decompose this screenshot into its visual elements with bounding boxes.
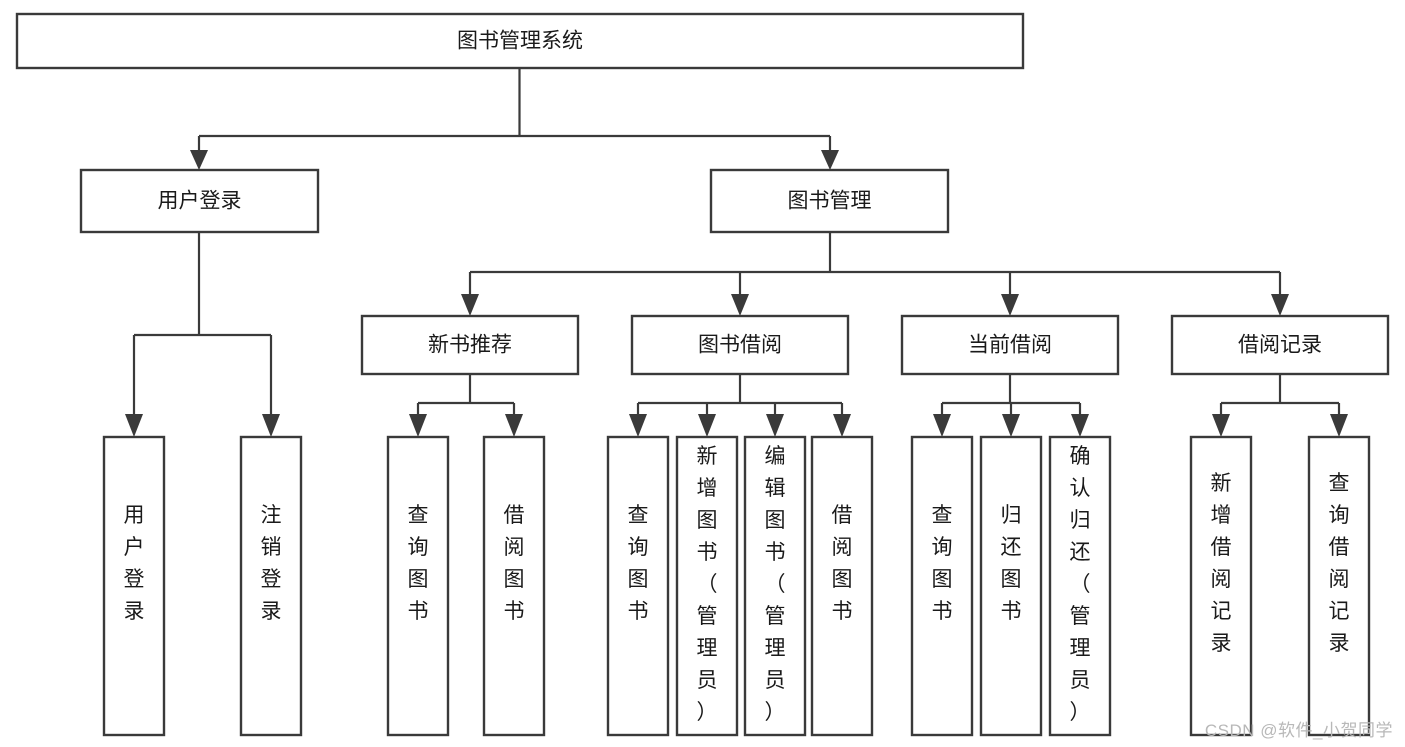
csdn-watermark: CSDN @软件_小贺同学 — [1204, 721, 1393, 740]
leaf-borrow-book-1-box[interactable] — [482, 435, 546, 737]
connector-layer — [125, 68, 1348, 437]
root-node[interactable]: 图书管理系统 — [15, 12, 1025, 70]
arrowhead-leaf-add-book-admin — [698, 414, 716, 437]
root-node-label: 图书管理系统 — [457, 30, 583, 53]
arrowhead-leaf-borrow-book-1 — [505, 414, 523, 437]
arrowhead-leaf-user-login — [125, 414, 143, 437]
node-book-management[interactable]: 图书管理 — [709, 168, 950, 234]
leaf-query-book-1-box[interactable] — [386, 435, 450, 737]
arrowhead-leaf-query-book-2 — [629, 414, 647, 437]
leaf-borrow-book-2[interactable]: 借阅图书 — [810, 435, 874, 737]
node-borrow-record-box[interactable] — [1170, 314, 1390, 376]
node-user-login-box[interactable] — [79, 168, 320, 234]
leaf-query-book-2-box[interactable] — [606, 435, 670, 737]
arrowhead-leaf-confirm-return-admin — [1071, 414, 1089, 437]
leaf-add-book-admin-label: 新增图书（管理员） — [697, 445, 718, 724]
leaf-user-login[interactable]: 用户登录 — [102, 435, 166, 737]
leaf-borrow-book-1[interactable]: 借阅图书 — [482, 435, 546, 737]
root-node-box[interactable] — [15, 12, 1025, 70]
leaf-add-borrow-record-box[interactable] — [1189, 435, 1253, 737]
arrowhead-leaf-borrow-book-2 — [833, 414, 851, 437]
node-new-book-recommend[interactable]: 新书推荐 — [360, 314, 580, 376]
node-user-login[interactable]: 用户登录 — [79, 168, 320, 234]
leaf-logout-label: 注销登录 — [261, 504, 282, 623]
node-borrow-record[interactable]: 借阅记录 — [1170, 314, 1390, 376]
arrowhead-current-borrow — [1001, 294, 1019, 316]
arrowhead-user-login — [190, 150, 208, 170]
leaf-query-borrow-record-box[interactable] — [1307, 435, 1371, 737]
arrowhead-new-book — [461, 294, 479, 316]
node-book-management-label: 图书管理 — [788, 190, 872, 213]
leaf-return-book-box[interactable] — [979, 435, 1043, 737]
leaf-query-book-3[interactable]: 查询图书 — [910, 435, 974, 737]
leaf-logout-box[interactable] — [239, 435, 303, 737]
leaf-add-borrow-record[interactable]: 新增借阅记录 — [1189, 435, 1253, 737]
leaf-borrow-book-2-label: 借阅图书 — [832, 504, 853, 623]
node-book-management-box[interactable] — [709, 168, 950, 234]
node-borrow-record-label: 借阅记录 — [1238, 334, 1322, 357]
arrowhead-leaf-edit-book-admin — [766, 414, 784, 437]
arrowhead-leaf-return-book — [1002, 414, 1020, 437]
arrowhead-leaf-add-borrow-record — [1212, 414, 1230, 437]
leaf-edit-book-admin[interactable]: 编辑图书（管理员） — [743, 435, 807, 737]
leaf-query-book-1[interactable]: 查询图书 — [386, 435, 450, 737]
leaf-query-borrow-record-label: 查询借阅记录 — [1329, 472, 1350, 655]
arrowhead-leaf-logout — [262, 414, 280, 437]
node-new-book-recommend-label: 新书推荐 — [428, 334, 512, 357]
node-user-login-label: 用户登录 — [158, 190, 242, 213]
node-book-borrow[interactable]: 图书借阅 — [630, 314, 850, 376]
node-current-borrow[interactable]: 当前借阅 — [900, 314, 1120, 376]
leaf-logout[interactable]: 注销登录 — [239, 435, 303, 737]
leaf-add-book-admin-box[interactable] — [675, 435, 739, 737]
node-current-borrow-label: 当前借阅 — [968, 334, 1052, 357]
leaf-edit-book-admin-box[interactable] — [743, 435, 807, 737]
node-current-borrow-box[interactable] — [900, 314, 1120, 376]
leaf-query-book-3-label: 查询图书 — [932, 504, 953, 623]
arrowhead-leaf-query-borrow-record — [1330, 414, 1348, 437]
leaf-return-book-label: 归还图书 — [1001, 504, 1022, 623]
arrowhead-book-borrow — [731, 294, 749, 316]
leaf-add-book-admin[interactable]: 新增图书（管理员） — [675, 435, 739, 737]
leaf-add-borrow-record-label: 新增借阅记录 — [1211, 472, 1232, 655]
leaf-query-borrow-record[interactable]: 查询借阅记录 — [1307, 435, 1371, 737]
arrowhead-leaf-query-book-1 — [409, 414, 427, 437]
leaf-edit-book-admin-label: 编辑图书（管理员） — [765, 445, 786, 724]
leaf-query-book-3-box[interactable] — [910, 435, 974, 737]
leaf-borrow-book-2-box[interactable] — [810, 435, 874, 737]
arrowhead-borrow-record — [1271, 294, 1289, 316]
node-new-book-recommend-box[interactable] — [360, 314, 580, 376]
node-book-borrow-label: 图书借阅 — [698, 334, 782, 357]
leaf-confirm-return-admin-label: 确认归还（管理员） — [1070, 445, 1091, 724]
leaf-user-login-box[interactable] — [102, 435, 166, 737]
leaf-confirm-return-admin[interactable]: 确认归还（管理员） — [1048, 435, 1112, 737]
arrowhead-leaf-query-book-3 — [933, 414, 951, 437]
node-book-borrow-box[interactable] — [630, 314, 850, 376]
leaf-return-book[interactable]: 归还图书 — [979, 435, 1043, 737]
leaf-query-book-2[interactable]: 查询图书 — [606, 435, 670, 737]
leaf-confirm-return-admin-box[interactable] — [1048, 435, 1112, 737]
arrowhead-book-management — [821, 150, 839, 170]
leaf-query-book-1-label: 查询图书 — [408, 504, 429, 623]
leaf-user-login-label: 用户登录 — [124, 504, 145, 623]
leaf-borrow-book-1-label: 借阅图书 — [504, 504, 525, 623]
leaf-query-book-2-label: 查询图书 — [628, 504, 649, 623]
